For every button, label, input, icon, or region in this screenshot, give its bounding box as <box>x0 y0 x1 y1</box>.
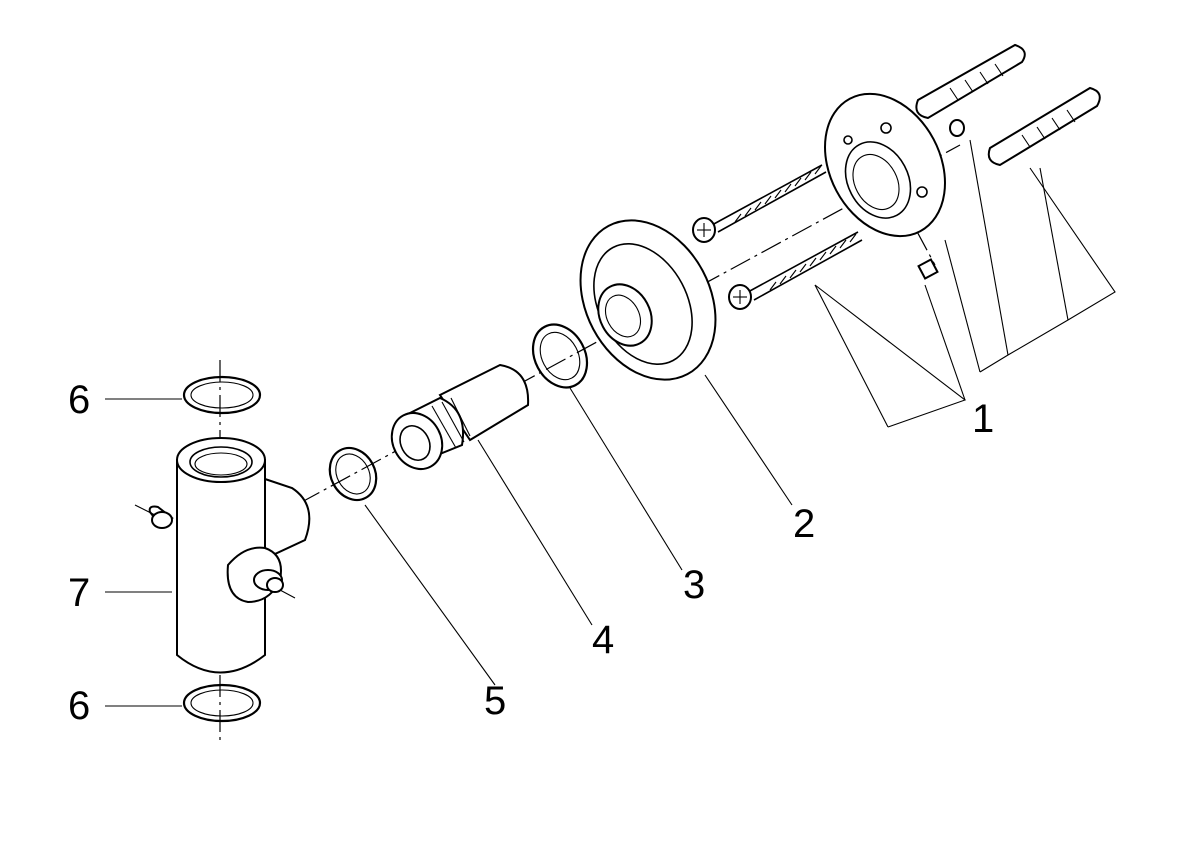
callout-7: 7 <box>68 571 90 615</box>
part-1-wall-mount-kit <box>692 43 1101 310</box>
part-6-bottom-o-ring <box>182 683 262 723</box>
part-2-rosette <box>579 219 717 381</box>
leader-lines <box>105 139 1116 707</box>
callout-4: 4 <box>592 618 614 662</box>
callout-6-top: 6 <box>68 378 90 422</box>
part-5-seal-ring <box>328 446 378 502</box>
callout-2: 2 <box>793 502 815 546</box>
part-7-tee-body <box>134 437 311 674</box>
part-4-extension-piece <box>390 363 530 470</box>
part-3-washer <box>531 323 589 389</box>
callout-5: 5 <box>484 679 506 723</box>
callout-1: 1 <box>972 397 994 441</box>
callout-6-bottom: 6 <box>68 684 90 728</box>
callout-3: 3 <box>683 563 705 607</box>
part-6-top-o-ring <box>182 375 262 415</box>
